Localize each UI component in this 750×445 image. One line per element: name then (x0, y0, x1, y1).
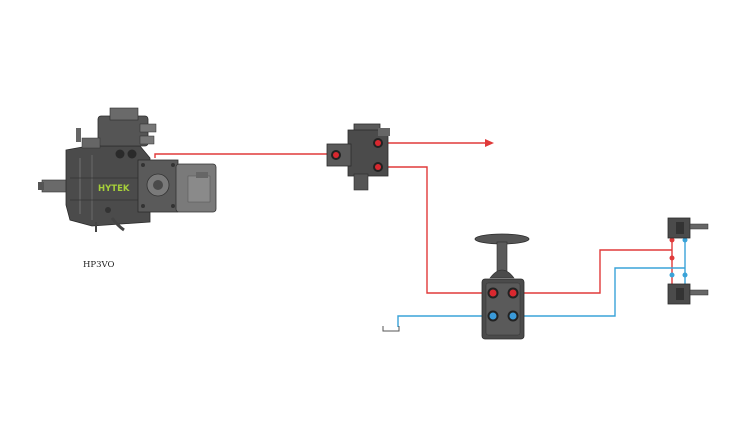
hydraulic-pump-icon: HYTEK (38, 107, 217, 232)
pump-model-label: HP3VO (83, 260, 115, 270)
joystick-to-cylinder-line-a (516, 249, 672, 294)
joystick-valve-icon (474, 233, 530, 340)
cylinder-icon (667, 283, 709, 305)
return-lines (397, 234, 686, 327)
pump-brand-text: HYTEK (98, 184, 130, 194)
cylinder-feed-line (671, 240, 684, 291)
flow-arrow-icon (485, 139, 494, 147)
pressure-lines (154, 142, 684, 294)
tank-icon (382, 326, 400, 332)
joystick-to-tank-line (397, 315, 490, 327)
valve-to-joystick-line (384, 166, 490, 294)
cylinder-icon (667, 217, 709, 239)
joystick-to-cylinder-line-b (516, 267, 685, 317)
pump-to-valve-line (154, 153, 331, 158)
relief-valve-icon (326, 123, 390, 191)
